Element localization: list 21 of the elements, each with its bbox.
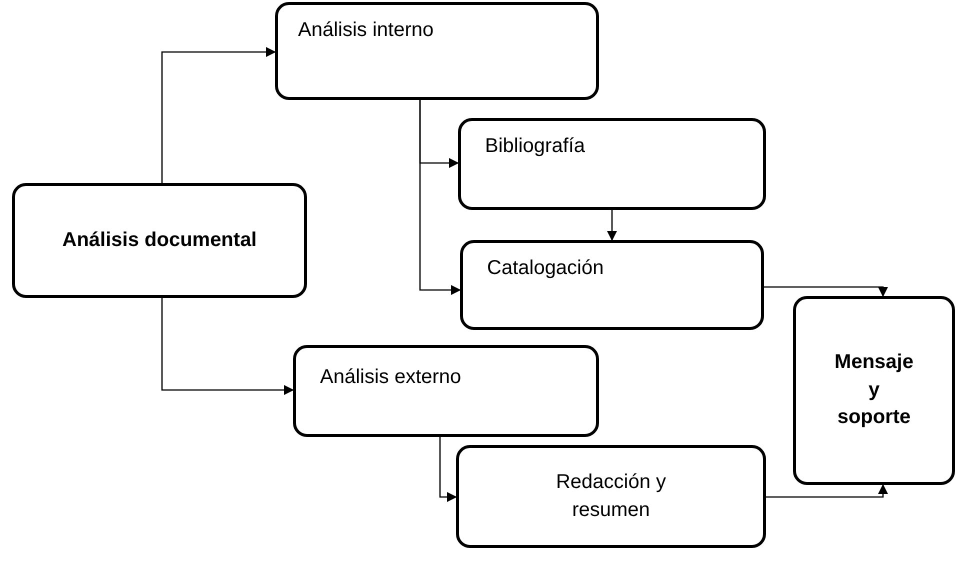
arrow <box>607 210 617 241</box>
box-label: Mensaje y soporte <box>834 350 914 430</box>
arrow <box>764 286 888 297</box>
arrow <box>439 437 457 502</box>
process-box <box>793 296 955 485</box>
process-box <box>458 118 766 210</box>
box-label: Análisis documental <box>62 228 257 253</box>
process-box <box>293 345 599 437</box>
arrow <box>161 47 276 183</box>
box-label: Catalogación <box>487 256 604 281</box>
box-label: Bibliografía <box>485 134 586 159</box>
arrow <box>766 484 888 498</box>
process-box <box>456 445 766 548</box>
box-label: Análisis interno <box>298 18 434 43</box>
process-box <box>275 2 599 100</box>
arrow <box>161 298 294 395</box>
box-label: Redacción y resumen <box>554 470 668 522</box>
process-box <box>12 183 307 298</box>
arrow <box>419 100 461 295</box>
box-label: Análisis externo <box>320 365 462 390</box>
process-box <box>460 240 764 330</box>
